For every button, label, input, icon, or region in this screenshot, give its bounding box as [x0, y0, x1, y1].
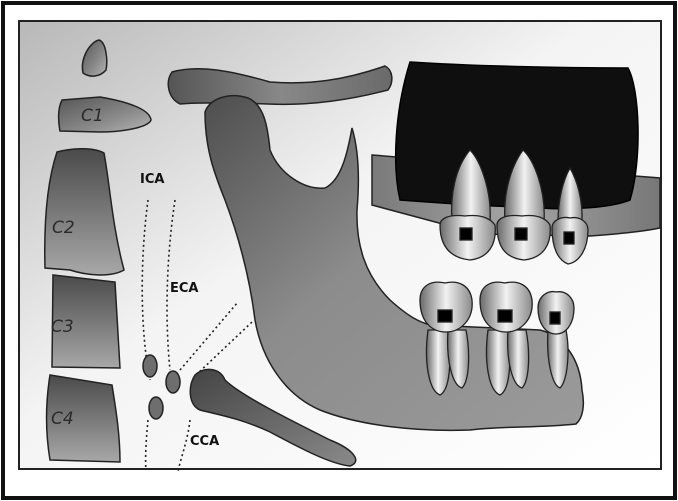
label-ica: ICA: [140, 172, 164, 187]
label-eca: ECA: [170, 281, 198, 296]
label-c3: C3: [51, 317, 74, 337]
vessel-node-3: [149, 397, 163, 419]
vessel-node-2: [166, 371, 180, 393]
label-c1: C1: [81, 106, 104, 126]
label-cca: CCA: [190, 434, 219, 449]
vessel-node-1: [143, 355, 157, 377]
label-c4: C4: [51, 409, 74, 429]
label-c2: C2: [52, 218, 75, 238]
